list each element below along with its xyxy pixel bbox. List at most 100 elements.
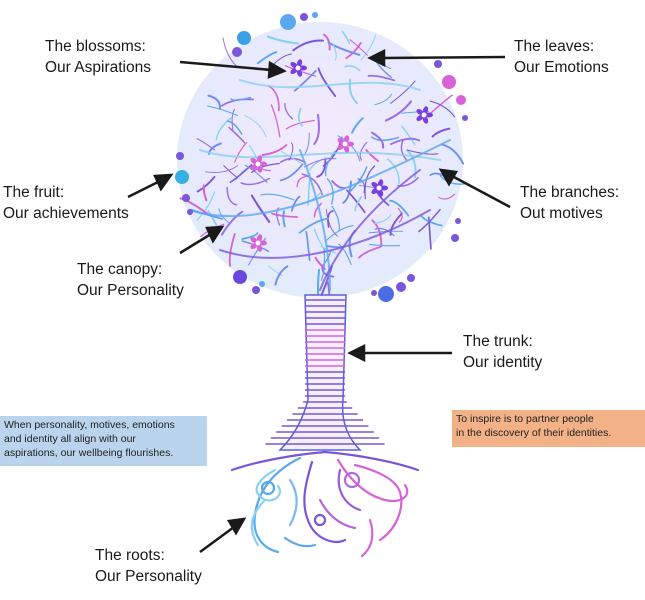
arrow-branches: [451, 174, 511, 209]
leaf-stroke: [365, 148, 380, 162]
roots: [230, 450, 420, 558]
leaf-stroke: [389, 212, 403, 236]
leaf-stroke: [297, 107, 304, 127]
fruit-bubble: [407, 274, 415, 282]
leaf-stroke: [220, 210, 244, 236]
fruit-bubble: [237, 31, 251, 45]
leaf-stroke: [371, 131, 385, 149]
leaf-stroke: [205, 165, 239, 173]
leaf-stroke: [406, 149, 439, 155]
leaf-stroke: [351, 117, 364, 134]
leaf-stroke: [418, 208, 441, 233]
blossom-flower: [250, 234, 267, 252]
fruit-bubble: [187, 209, 193, 215]
leaf-stroke: [207, 94, 222, 110]
fruit-bubble: [451, 234, 459, 242]
leaf-stroke: [332, 43, 337, 61]
arrowhead-fruit: [153, 173, 174, 192]
branch-stroke: [319, 169, 421, 291]
leaf-stroke: [354, 195, 363, 212]
leaf-stroke: [272, 53, 292, 66]
leaf-stroke: [357, 178, 365, 194]
leaf-stroke: [428, 94, 453, 116]
arrowhead-blossoms: [267, 60, 287, 79]
leaf-stroke: [206, 105, 239, 116]
leaf-stroke: [292, 39, 324, 52]
canopy-title: The canopy:: [77, 261, 163, 278]
leaf-stroke: [338, 243, 352, 266]
branch-stroke: [239, 79, 421, 91]
leaf-stroke: [427, 216, 432, 250]
wellbeing-note-line-1: When personality, motives, emotions: [4, 419, 175, 431]
roots-meaning: Our Personality: [95, 568, 202, 585]
leaf-stroke: [226, 120, 243, 135]
blossoms-label: The blossoms: Our Aspirations: [45, 36, 151, 78]
leaf-stroke: [327, 41, 361, 56]
fruit-bubble: [259, 281, 265, 287]
leaf-stroke: [374, 227, 395, 237]
fruit-bubble: [456, 95, 466, 105]
canopy: [177, 22, 467, 311]
fruit-bubble: [434, 60, 442, 68]
leaf-stroke: [331, 205, 341, 232]
leaves-title: The leaves:: [514, 38, 595, 55]
leaf-stroke: [374, 213, 392, 225]
blossoms-meaning: Our Aspirations: [45, 59, 151, 76]
leaf-stroke: [342, 180, 352, 204]
leaf-stroke: [304, 158, 337, 168]
leaf-stroke: [317, 67, 337, 97]
leaf-stroke: [290, 195, 301, 212]
leaf-stroke: [313, 113, 320, 146]
leaves-label: The leaves: Our Emotions: [514, 36, 609, 78]
fruit-title: The fruit:: [3, 184, 65, 201]
leaf-stroke: [390, 80, 416, 104]
leaf-stroke: [348, 78, 359, 105]
leaf-stroke: [317, 268, 321, 298]
arrowhead-leaves: [367, 48, 386, 68]
roots-title: The roots:: [95, 547, 165, 564]
fruit-bubble: [176, 152, 184, 160]
leaf-stroke: [196, 191, 216, 221]
arrows: [127, 48, 511, 554]
fruit-meaning: Our achievements: [3, 205, 129, 222]
blossoms: [250, 59, 433, 252]
leaf-stroke: [266, 35, 300, 45]
leaf-stroke: [389, 199, 410, 217]
leaf-stroke: [308, 156, 332, 171]
leaf-stroke: [305, 230, 311, 262]
inspire-note-line-2: in the discovery of their identities.: [456, 427, 612, 439]
leaf-stroke: [371, 219, 383, 248]
leaf-stroke: [270, 104, 281, 138]
fruits: [175, 12, 468, 302]
fruit-bubble: [455, 218, 461, 224]
leaf-stroke: [344, 65, 361, 72]
leaf-stroke: [285, 119, 315, 130]
leaf-stroke: [229, 164, 253, 183]
leaf-stroke: [271, 212, 298, 218]
leaf-stroke: [367, 74, 396, 82]
fruit-bubble: [252, 286, 260, 294]
roots-label: The roots: Our Personality: [95, 545, 202, 587]
fruit-bubble: [233, 270, 247, 284]
leaf-stroke: [441, 143, 465, 165]
leaf-stroke: [327, 210, 334, 228]
leaf-stroke: [260, 193, 295, 201]
arrowhead-trunk: [347, 343, 366, 363]
leaf-stroke: [256, 51, 278, 65]
blossoms-title: The blossoms:: [45, 38, 146, 55]
leaf-stroke: [400, 139, 408, 161]
leaf-stroke: [438, 193, 456, 200]
fruit-bubble: [175, 170, 189, 184]
blossom-flower: [250, 155, 267, 173]
blossom-flower: [416, 106, 433, 124]
leaf-stroke: [274, 265, 289, 286]
leaf-stroke: [231, 108, 236, 131]
branches-meaning: Out motives: [520, 205, 603, 222]
blossom-flower: [290, 59, 307, 77]
fruit-bubble: [280, 14, 296, 30]
leaf-stroke: [358, 246, 382, 259]
leaf-stroke: [267, 265, 283, 276]
trunk-label: The trunk: Our identity: [463, 331, 542, 373]
fruit-label: The fruit: Our achievements: [3, 182, 129, 224]
leaf-stroke: [261, 144, 288, 156]
